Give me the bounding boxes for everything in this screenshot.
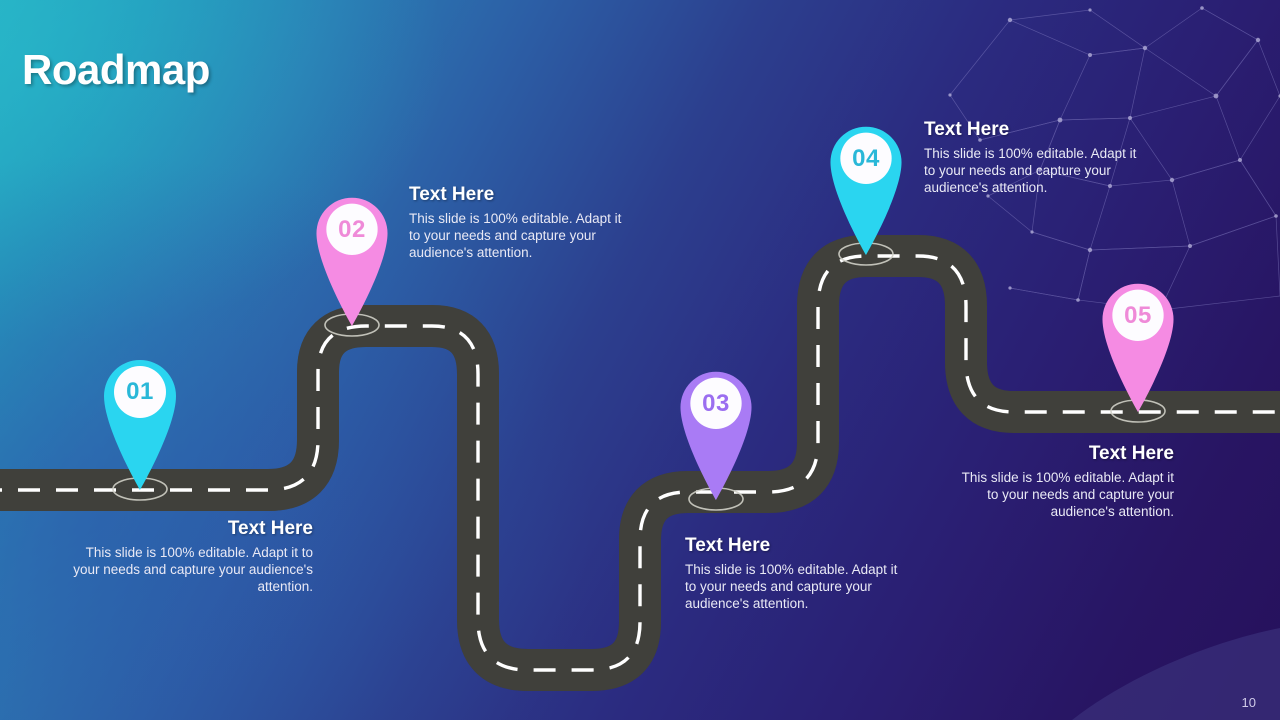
- milestone-heading-05: Text Here: [1088, 443, 1174, 464]
- page-number: 10: [1241, 695, 1256, 710]
- milestone-body-01: This slide is 100% editable. Adapt it to…: [73, 545, 313, 594]
- milestone-body-04: This slide is 100% editable. Adapt it to…: [924, 146, 1137, 195]
- milestone-pin-01[interactable]: 01: [92, 340, 188, 492]
- milestone-heading-02: Text Here: [409, 184, 495, 205]
- milestone-pin-02[interactable]: 02: [304, 178, 400, 328]
- milestone-number-05: 05: [1124, 302, 1152, 329]
- milestone-number-02: 02: [338, 216, 366, 243]
- milestone-pin-05[interactable]: 05: [1090, 264, 1186, 414]
- milestone-text-02: Text Here This slide is 100% editable. A…: [409, 184, 631, 261]
- milestone-text-04: Text Here This slide is 100% editable. A…: [924, 119, 1146, 196]
- milestone-pin-04[interactable]: 04: [818, 107, 914, 257]
- page-title: Roadmap: [22, 46, 210, 94]
- milestone-text-03: Text Here This slide is 100% editable. A…: [685, 535, 907, 612]
- milestone-heading-04: Text Here: [924, 119, 1010, 140]
- milestone-body-02: This slide is 100% editable. Adapt it to…: [409, 211, 622, 260]
- milestone-number-04: 04: [852, 145, 880, 172]
- milestone-number-03: 03: [702, 390, 730, 417]
- milestone-text-01: Text Here This slide is 100% editable. A…: [70, 518, 313, 595]
- milestone-text-05: Text Here This slide is 100% editable. A…: [948, 443, 1174, 520]
- milestone-body-05: This slide is 100% editable. Adapt it to…: [961, 470, 1174, 519]
- milestone-heading-01: Text Here: [227, 518, 313, 539]
- milestone-number-01: 01: [126, 378, 154, 405]
- milestone-pin-03[interactable]: 03: [668, 352, 764, 502]
- milestone-heading-03: Text Here: [685, 535, 771, 556]
- milestone-body-03: This slide is 100% editable. Adapt it to…: [685, 562, 898, 611]
